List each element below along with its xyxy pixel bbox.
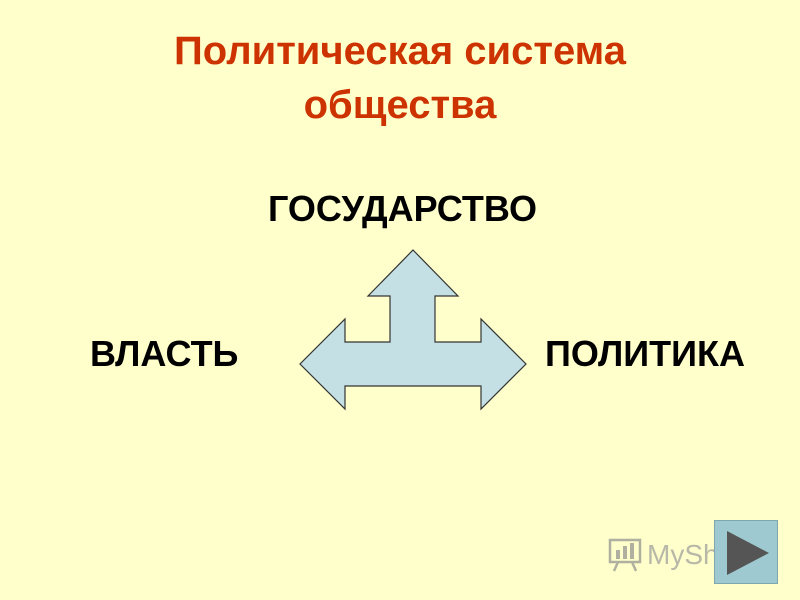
next-slide-button[interactable] bbox=[714, 520, 778, 584]
term-state: ГОСУДАРСТВО bbox=[268, 188, 537, 229]
term-politics: ПОЛИТИКА bbox=[545, 333, 745, 374]
term-power: ВЛАСТЬ bbox=[90, 333, 239, 374]
play-triangle-icon bbox=[727, 531, 769, 575]
slide-title-line2: общества bbox=[303, 83, 497, 127]
slide-title: Политическая система общества bbox=[0, 24, 800, 132]
slide-title-line1: Политическая система bbox=[174, 29, 626, 73]
myshared-logo-icon bbox=[608, 538, 642, 572]
three-way-arrow-shape bbox=[299, 249, 527, 411]
